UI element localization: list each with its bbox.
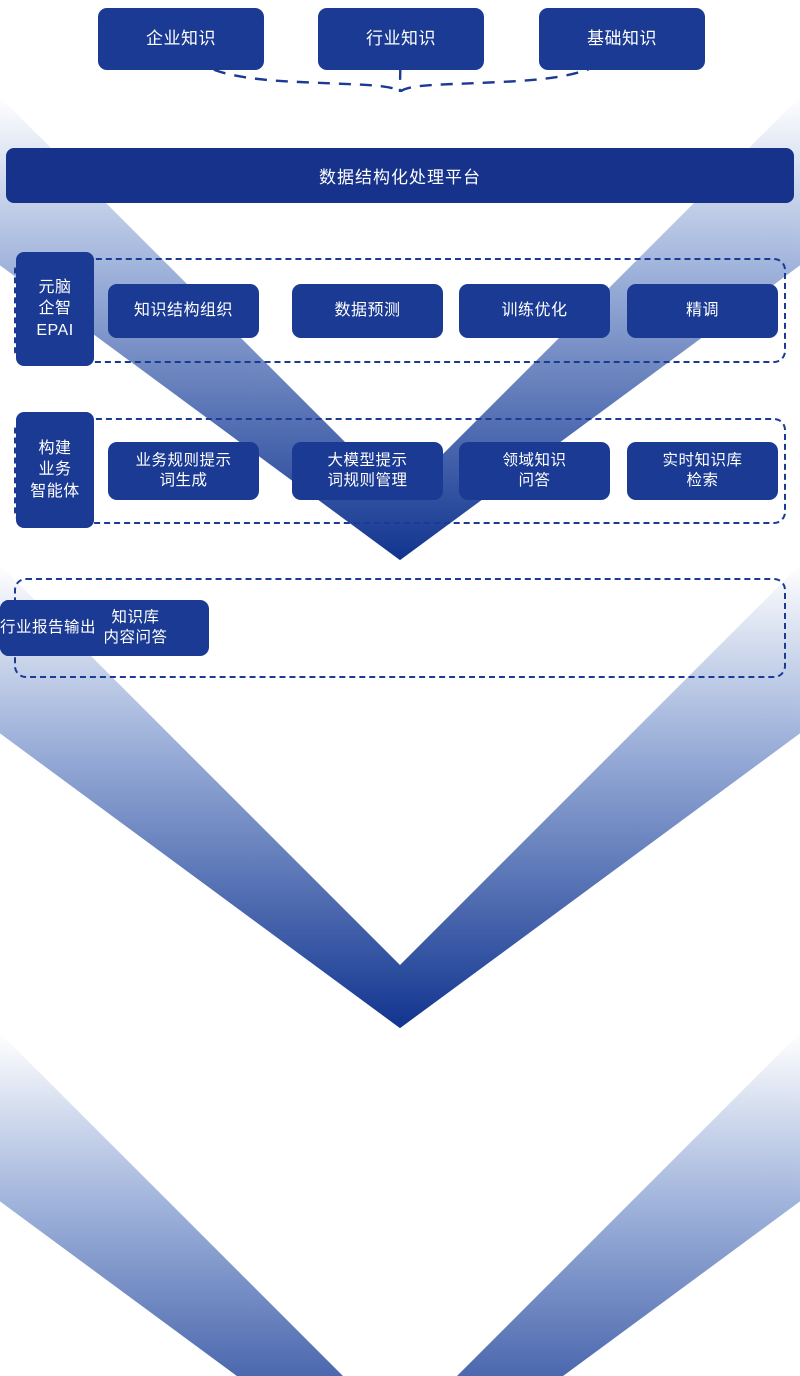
data-structuring-platform-bar[interactable]: 数据结构化处理平台: [6, 148, 794, 203]
knowledge-source-label: 基础知识: [587, 29, 657, 49]
agent-capability-label-line2: 检索: [686, 472, 719, 489]
output-label-line1: 行业报告输出: [0, 619, 97, 637]
diagram-canvas: 企业知识 行业知识 基础知识 数据结构化处理平台 元脑 企智 EPAI 知识: [0, 8, 800, 1376]
agent-capability-label-line2: 词规则管理: [327, 472, 408, 489]
epai-capability-box-fine-tuning[interactable]: 精调: [627, 284, 778, 338]
epai-capability-box-knowledge-structure[interactable]: 知识结构组织: [108, 284, 259, 338]
epai-side-label-line2: 企智: [38, 300, 72, 318]
output-label-line1: 知识库: [111, 609, 160, 627]
agent-capability-box-domain-qa[interactable]: 领域知识 问答: [459, 442, 610, 500]
agent-capability-box-realtime-kb-retrieval[interactable]: 实时知识库 检索: [627, 442, 778, 500]
agent-capability-label-line1: 实时知识库: [662, 452, 743, 470]
agent-capability-label-line1: 大模型提示: [327, 452, 408, 470]
agent-capability-box-llm-prompt-rule[interactable]: 大模型提示 词规则管理: [292, 442, 443, 500]
epai-capability-label: 精调: [685, 301, 719, 319]
epai-capability-label: 知识结构组织: [133, 301, 233, 319]
agent-side-label-line1: 构建: [38, 439, 72, 457]
epai-capability-label: 训练优化: [501, 301, 568, 319]
agent-capability-box-business-rule-prompt[interactable]: 业务规则提示 词生成: [108, 442, 259, 500]
knowledge-source-box-enterprise[interactable]: 企业知识: [98, 8, 264, 70]
agent-side-label-line2: 业务: [38, 461, 72, 479]
agent-capability-label-line1: 领域知识: [502, 452, 567, 470]
agent-side-label: 构建 业务 智能体: [16, 412, 94, 528]
epai-capability-box-data-prediction[interactable]: 数据预测: [292, 284, 443, 338]
epai-side-label-line3: EPAI: [36, 321, 74, 339]
agent-to-output-arrow: [0, 1033, 800, 1376]
agent-capability-label-line2: 问答: [518, 472, 551, 489]
agent-side-label-line3: 智能体: [30, 482, 80, 500]
epai-side-label: 元脑 企智 EPAI: [16, 252, 94, 366]
agent-capability-label-line2: 词生成: [159, 472, 208, 489]
knowledge-source-label: 行业知识: [366, 29, 436, 49]
knowledge-source-box-industry[interactable]: 行业知识: [318, 8, 484, 70]
epai-capability-label: 数据预测: [334, 301, 401, 319]
knowledge-source-box-basic[interactable]: 基础知识: [539, 8, 705, 70]
epai-side-label-line1: 元脑: [38, 278, 72, 296]
output-box-industry-report-export[interactable]: 行业报告输出: [0, 600, 97, 656]
epai-capability-box-training-optimization[interactable]: 训练优化: [459, 284, 610, 338]
agent-layer-container: [14, 418, 786, 524]
agent-capability-label-line1: 业务规则提示: [135, 452, 232, 470]
knowledge-source-label: 企业知识: [146, 29, 216, 49]
platform-label: 数据结构化处理平台: [319, 168, 481, 187]
output-label-line2: 内容问答: [103, 629, 168, 646]
epai-layer-container: [14, 258, 786, 363]
output-box-kb-content-qa[interactable]: 知识库 内容问答: [62, 600, 209, 656]
